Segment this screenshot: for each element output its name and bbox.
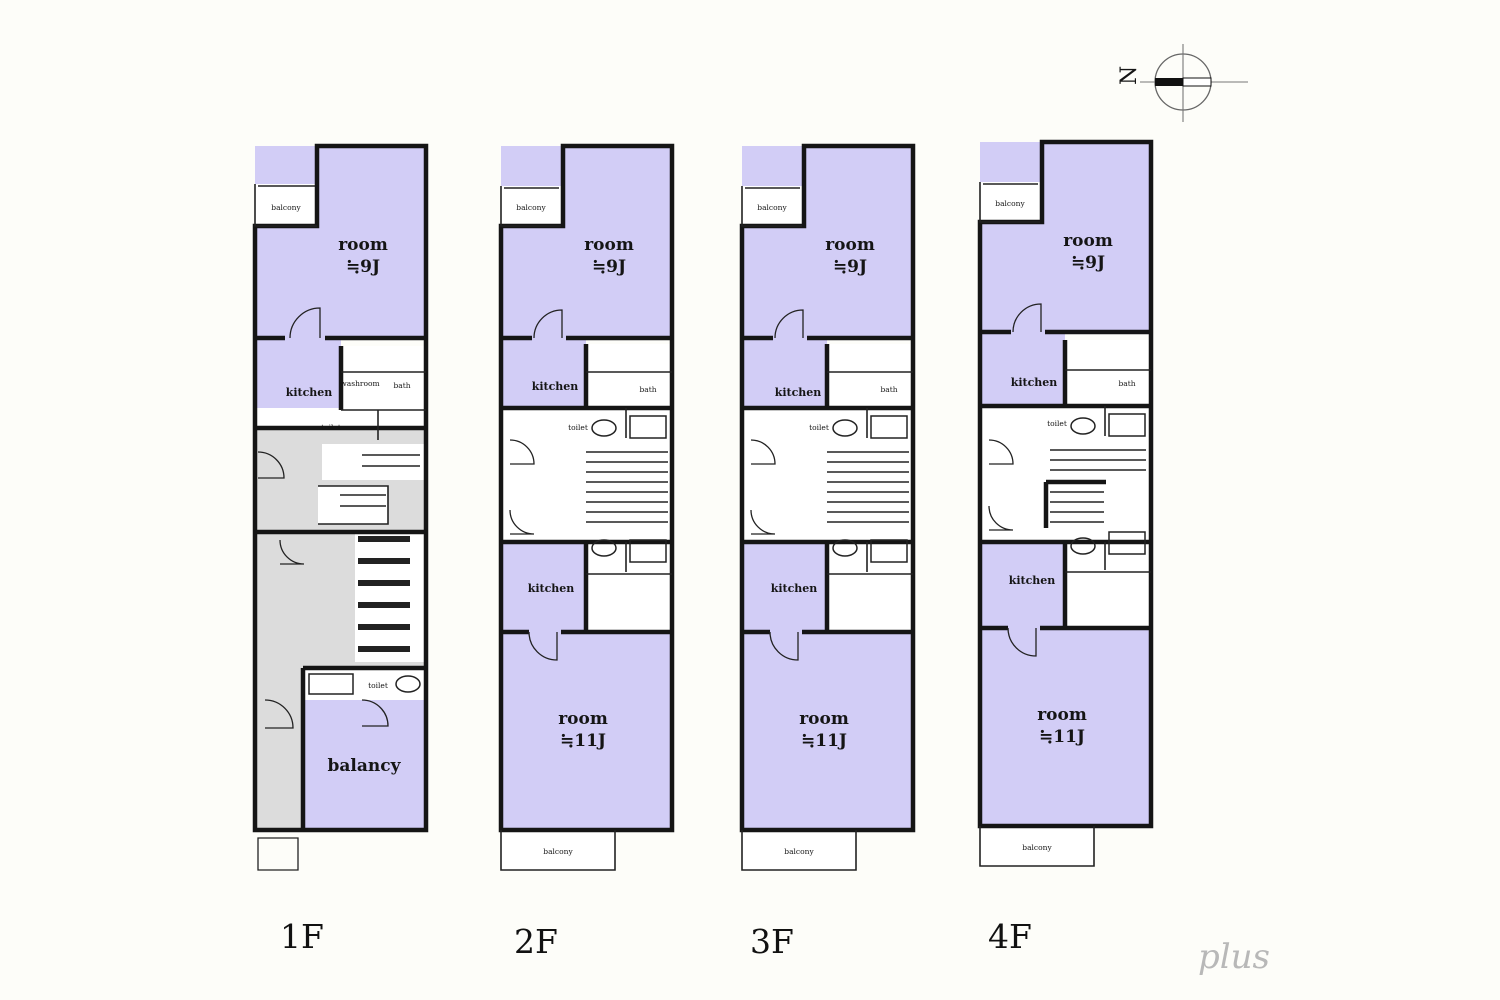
- f3-balcony-top-label: balcony: [757, 203, 787, 212]
- f2-kitchen-bottom-label: kitchen: [528, 582, 575, 595]
- f1-toilet-label: toilet: [321, 423, 341, 432]
- f1-bottom-toilet-label: toilet: [368, 681, 388, 690]
- f1-kitchen-label: kitchen: [286, 386, 333, 399]
- f1-washroom-label: washroom: [340, 379, 379, 388]
- floor-label-2f: 2F: [514, 922, 558, 961]
- compass-north-label: N: [1117, 66, 1142, 85]
- f4-room-bottom-name: room: [1037, 705, 1087, 725]
- floor-2f: balcony room ≒9J kitchen bath toilet kit…: [498, 143, 675, 871]
- f3-room-bottom-size: ≒11J: [801, 731, 847, 751]
- f1-room-top-size: ≒9J: [346, 257, 380, 277]
- bicycle-rack: [358, 536, 410, 652]
- f3-room-top-name: room: [825, 235, 875, 255]
- f2-bath-label: bath: [639, 385, 656, 394]
- floor-4f: balcony room ≒9J kitchen bath toilet kit…: [977, 139, 1154, 867]
- f4-balcony-top-label: balcony: [995, 199, 1025, 208]
- f3-kitchen-bottom-label: kitchen: [771, 582, 818, 595]
- f2-room-top-size: ≒9J: [592, 257, 626, 277]
- f2-room-bottom-size: ≒11J: [560, 731, 606, 751]
- watermark-logo: plus: [1198, 937, 1270, 977]
- f1-balcony-top-label: balcony: [271, 203, 301, 212]
- f2-kitchen-top-label: kitchen: [532, 380, 579, 393]
- f3-kitchen-top-label: kitchen: [775, 386, 822, 399]
- f4-balcony-bottom-label: balcony: [1022, 843, 1052, 852]
- f4-kitchen-bottom-label: kitchen: [1009, 574, 1056, 587]
- f4-bath-label: bath: [1118, 379, 1135, 388]
- f3-room-bottom-name: room: [799, 709, 849, 729]
- f4-room-bottom-size: ≒11J: [1039, 727, 1085, 747]
- f2-toilet-label: toilet: [568, 423, 588, 432]
- f3-bath-label: bath: [880, 385, 897, 394]
- f1-room-top-name: room: [338, 235, 388, 255]
- f4-room-top-name: room: [1063, 231, 1113, 251]
- floor-label-3f: 3F: [750, 922, 794, 961]
- f3-room-top-size: ≒9J: [833, 257, 867, 277]
- f3-balcony-bottom-label: balcony: [784, 847, 814, 856]
- f4-room-top-size: ≒9J: [1071, 253, 1105, 273]
- f3-toilet-label: toilet: [809, 423, 829, 432]
- f2-balcony-bottom-label: balcony: [543, 847, 573, 856]
- f4-kitchen-top-label: kitchen: [1011, 376, 1058, 389]
- f4-toilet-label: toilet: [1047, 419, 1067, 428]
- floor-label-4f: 4F: [988, 917, 1032, 956]
- f2-room-bottom-name: room: [558, 709, 608, 729]
- f2-room-top-name: room: [584, 235, 634, 255]
- f1-bottom-area-label: balancy: [328, 756, 402, 776]
- f2-balcony-top-label: balcony: [516, 203, 546, 212]
- compass: N: [1117, 44, 1248, 122]
- floor-3f: balcony room ≒9J kitchen bath toilet kit…: [739, 143, 916, 871]
- f1-bath-label: bath: [393, 381, 410, 390]
- floor-label-1f: 1F: [280, 917, 324, 956]
- floor-1f: balcony room ≒9J kitchen washroom bath t…: [252, 143, 429, 871]
